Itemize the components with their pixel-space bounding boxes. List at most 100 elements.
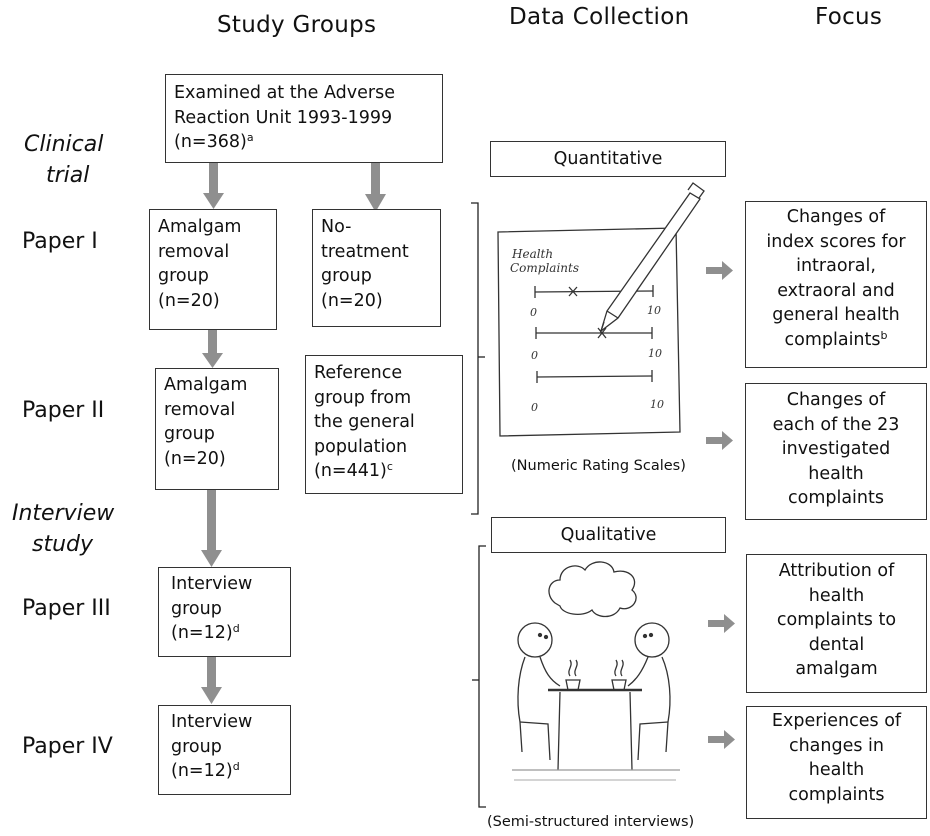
box-reference-group: Reference group from the general populat… <box>305 355 463 494</box>
label-interview-study-line1: Interview <box>12 501 115 526</box>
box-amalgam-removal-2: Amalgam removal group (n=20) <box>155 368 279 490</box>
focus1-line5: general health <box>772 305 900 325</box>
focus2-line3: investigated <box>781 439 891 459</box>
focus4-line3: health <box>808 760 865 780</box>
footnote-a: a <box>246 131 254 144</box>
box-reference-line1: Reference <box>314 363 403 383</box>
label-interview-study-line2: study <box>32 532 94 557</box>
thought-cloud <box>548 561 637 618</box>
box-examined-line1: Examined at the Adverse <box>174 83 395 103</box>
sketch-health: Health <box>511 247 553 261</box>
focus-box-index-scores: Changes of index scores for intraoral, e… <box>745 201 927 368</box>
interview-sketch <box>512 561 680 781</box>
box-reference-line5: (n=441) <box>314 461 387 481</box>
caption-numeric-rating-scales: (Numeric Rating Scales) <box>511 458 686 474</box>
box-reference-line3: the general <box>314 412 415 432</box>
label-paper-2: Paper II <box>22 398 105 423</box>
label-paper-3: Paper III <box>22 596 111 621</box>
header-data-collection: Data Collection <box>509 4 690 30</box>
focus1-line1: Changes of <box>786 207 886 227</box>
box-amalgam-removal-1: Amalgam removal group (n=20) <box>149 209 277 330</box>
scale1-min: 0 <box>530 306 537 319</box>
footnote-d-1: d <box>232 622 240 635</box>
header-study-groups: Study Groups <box>217 12 377 38</box>
focus4-line1: Experiences of <box>771 711 902 731</box>
box-interview-group-1: Interview group (n=12)d <box>158 567 291 657</box>
box-amalgam2-line4: (n=20) <box>164 448 226 469</box>
arrow-to-focus-3 <box>708 614 735 633</box>
box-no-treatment: No- treatment group (n=20) <box>312 209 441 327</box>
box-qualitative: Qualitative <box>491 517 726 553</box>
arrow-amalgam1-to-amalgam2 <box>202 330 223 368</box>
arrow-to-focus-4 <box>708 730 735 749</box>
focus1-line3: intraoral, <box>796 256 876 276</box>
rating-scale-sketch <box>497 182 705 437</box>
label-interview-study: Interview study <box>12 498 114 560</box>
focus2-line2: each of the 23 <box>772 414 900 435</box>
box-interview1-line3: (n=12) <box>171 623 233 643</box>
arrow-to-focus-1 <box>706 261 733 280</box>
brackets <box>471 202 486 808</box>
box-amalgam2-line2: removal <box>164 399 236 420</box>
focus3-line3: complaints to <box>776 610 897 630</box>
box-examined-line2: Reaction Unit 1993-1999 <box>174 107 393 128</box>
arrow-to-focus-2 <box>706 431 733 450</box>
focus-box-attribution: Attribution of health complaints to dent… <box>746 554 927 693</box>
qualitative-bracket <box>478 545 486 808</box>
box-reference-line4: population <box>314 436 408 457</box>
label-clinical-trial: Clinical trial <box>24 129 103 191</box>
left-person-head <box>517 622 553 658</box>
box-reference-line2: group from <box>314 387 412 408</box>
focus-box-23-complaints: Changes of each of the 23 investigated h… <box>745 383 927 520</box>
box-amalgam2-line3: group <box>164 424 215 444</box>
caption-semi-structured-interviews: (Semi-structured interviews) <box>487 814 695 830</box>
quantitative-bracket <box>471 202 479 515</box>
focus4-line2: changes in <box>788 735 885 756</box>
footnote-d-2: d <box>232 760 240 773</box>
focus1-line2: index scores for <box>766 231 906 252</box>
focus1-line4: extraoral and <box>777 280 895 301</box>
focus1-line6: complaints <box>784 329 881 350</box>
focus3-line2: health <box>808 585 865 606</box>
arrow-interview1-to-interview2 <box>201 657 222 704</box>
focus2-line1: Changes of <box>786 390 886 410</box>
scale3-max: 10 <box>650 398 664 411</box>
box-amalgam1-line3: group <box>158 266 209 286</box>
label-clinical-trial-line1: Clinical <box>24 132 104 157</box>
focus3-line5: amalgam <box>795 659 878 679</box>
box-amalgam1-line1: Amalgam <box>158 217 242 237</box>
footnote-c: c <box>386 460 393 473</box>
box-examined: Examined at the Adverse Reaction Unit 19… <box>165 74 443 163</box>
label-clinical-trial-line2: trial <box>46 163 90 188</box>
paper-sheet <box>497 227 681 437</box>
header-focus: Focus <box>815 4 883 30</box>
arrow-examined-to-amalgam1 <box>203 163 224 209</box>
box-notreat-line4: (n=20) <box>321 290 383 311</box>
box-interview2-line1: Interview <box>171 712 253 732</box>
arrow-amalgam2-to-interview1 <box>201 490 222 567</box>
scale3-min: 0 <box>531 401 538 414</box>
focus2-line5: complaints <box>787 488 884 508</box>
label-paper-4: Paper IV <box>22 734 113 759</box>
box-notreat-line3: group <box>321 266 372 286</box>
scale2-min: 0 <box>531 349 538 362</box>
sketch-complaints: Complaints <box>510 261 579 275</box>
box-amalgam1-line4: (n=20) <box>158 290 220 311</box>
scale2-max: 10 <box>648 347 662 360</box>
box-quantitative: Quantitative <box>490 141 726 177</box>
box-interview-group-2: Interview group (n=12)d <box>158 705 291 795</box>
box-amalgam2-line1: Amalgam <box>164 375 248 395</box>
label-paper-1: Paper I <box>22 229 98 254</box>
right-person-head <box>634 622 670 658</box>
box-interview2-line3: (n=12) <box>171 761 233 781</box>
focus4-line4: complaints <box>788 784 885 805</box>
sketch-text: Health Complaints 0 10 0 10 0 10 <box>510 247 664 414</box>
focus3-line1: Attribution of <box>778 561 895 581</box>
box-examined-line3: (n=368) <box>174 132 247 152</box>
box-interview1-line1: Interview <box>171 574 253 594</box>
footnote-b: b <box>880 328 888 342</box>
arrow-examined-to-notreat <box>365 163 386 212</box>
scale1-max: 10 <box>647 304 661 317</box>
box-notreat-line2: treatment <box>321 241 409 262</box>
